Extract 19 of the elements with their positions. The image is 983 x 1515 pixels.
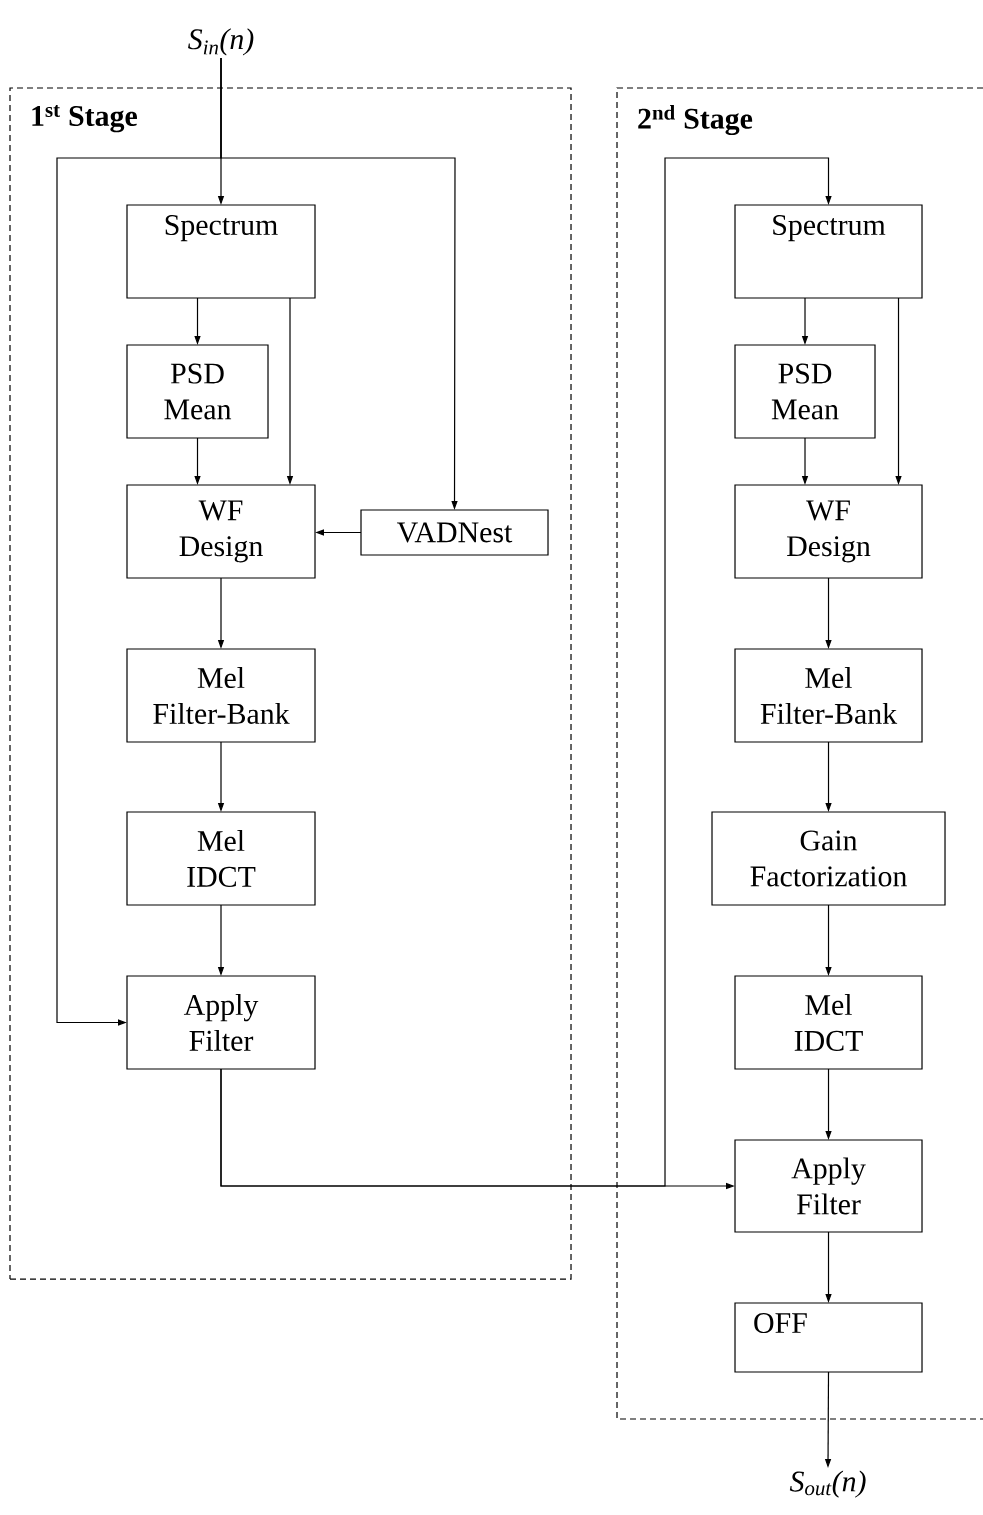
process-box: Mel IDCT: [126, 811, 316, 906]
process-box: Spectrum: [126, 204, 316, 299]
process-box: Apply Filter: [734, 1139, 923, 1233]
process-box: OFF: [734, 1302, 923, 1373]
process-box: PSD Mean: [126, 344, 269, 439]
signal-label: S$_{in}$(n): [188, 28, 254, 56]
arrow: [220, 157, 832, 1187]
process-box: WF Design: [734, 484, 923, 579]
arrow: [56, 57, 222, 1026]
process-box: PSD Mean: [734, 344, 876, 439]
process-box: Mel IDCT: [734, 975, 923, 1070]
process-box: Gain Factorization: [711, 811, 946, 906]
process-box: WF Design: [126, 484, 316, 579]
process-box: VADNest: [360, 509, 549, 556]
process-box: Mel Filter-Bank: [734, 648, 923, 743]
signal-label: S$_{out}$(n): [789, 1470, 866, 1498]
process-box: Spectrum: [734, 204, 923, 299]
process-box: Apply Filter: [126, 975, 316, 1070]
process-box: Mel Filter-Bank: [126, 648, 316, 743]
